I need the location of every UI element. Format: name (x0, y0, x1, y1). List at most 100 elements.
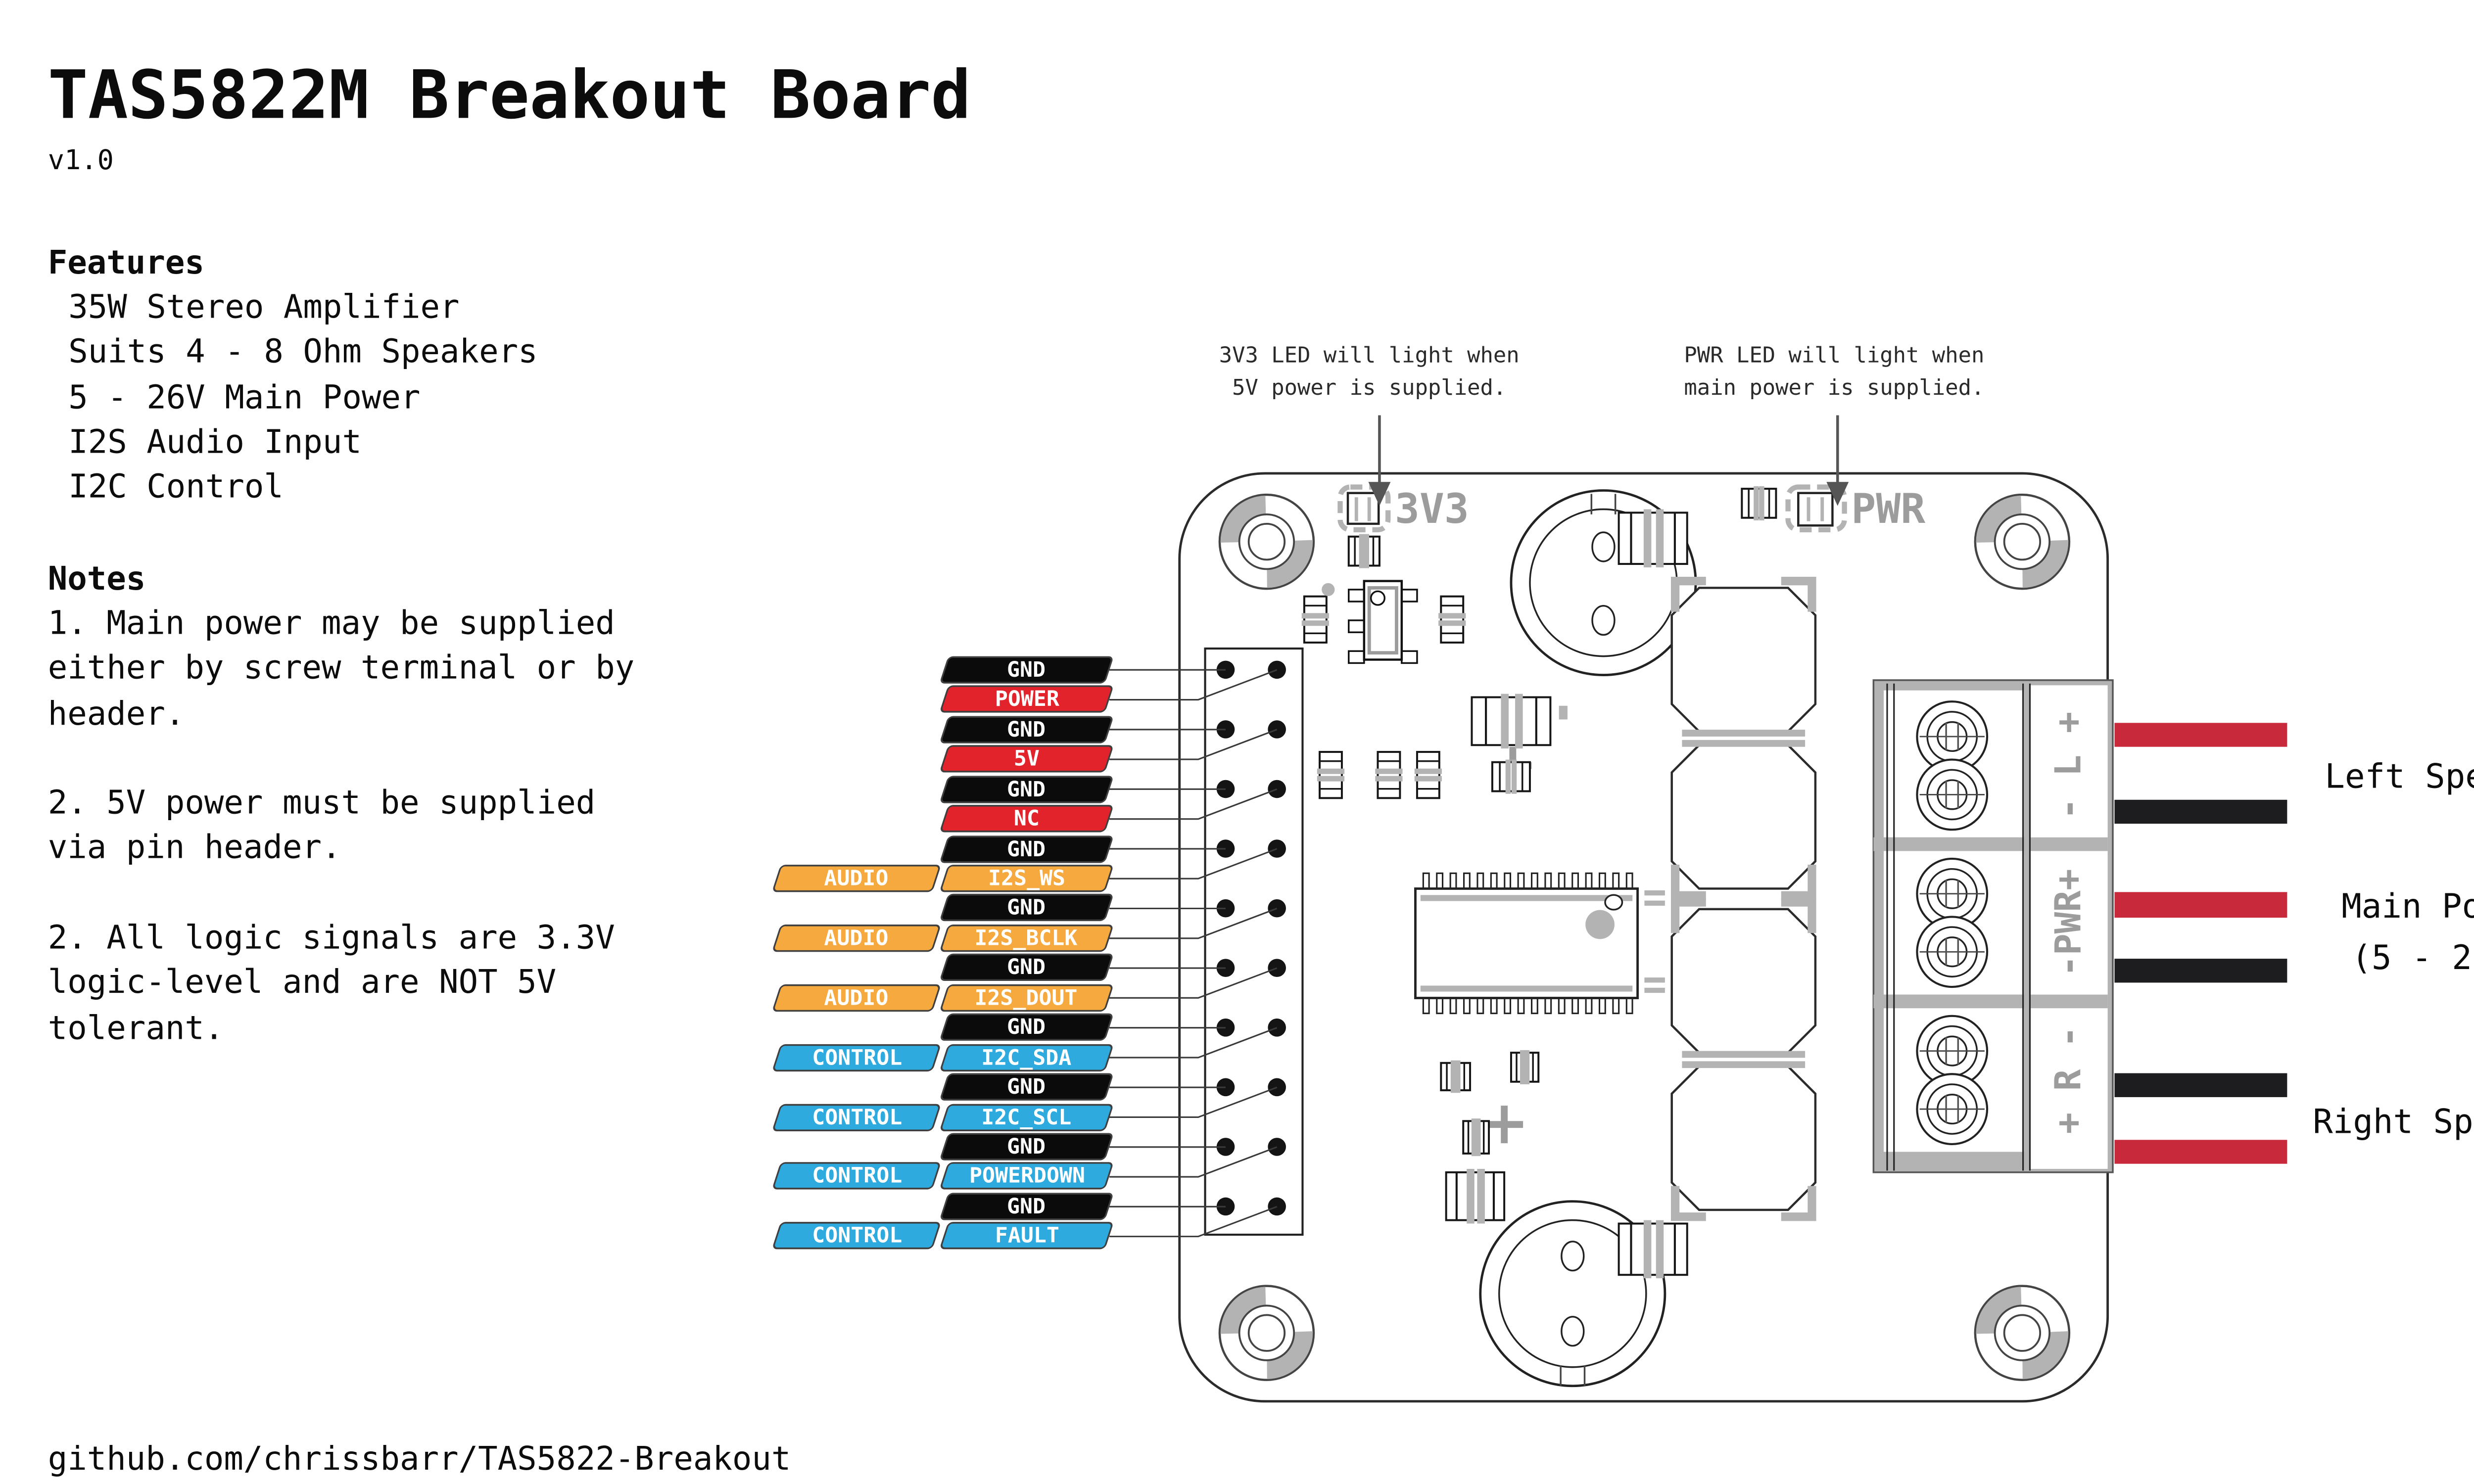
passive-components (1301, 486, 1777, 1279)
chip-pin (1517, 872, 1525, 890)
passive-component (1741, 486, 1777, 520)
version-label: v1.0 (48, 143, 114, 176)
note-paragraph-1: 1. Main power may be supplied either by … (48, 604, 635, 733)
inductor (1670, 587, 1817, 733)
pin-label-gnd: GND (939, 1073, 1114, 1102)
silkscreen-3v3-label: 3V3 (1395, 485, 1469, 533)
chip-pin (1517, 996, 1525, 1015)
chip-pin (1490, 872, 1498, 890)
passive-component (1510, 1050, 1540, 1084)
pin-label-gnd: GND (939, 835, 1114, 863)
page-title: TAS5822M Breakout Board (48, 58, 971, 135)
chip-pin (1585, 996, 1593, 1015)
inductor-bracket (1670, 1186, 1706, 1221)
pin-label-gnd: GND (939, 894, 1114, 923)
pin-wire (1109, 788, 1278, 820)
chip-pin (1585, 872, 1593, 890)
mounting-hole (1974, 1285, 2071, 1381)
feature-item-0: 35W Stereo Amplifier (68, 288, 460, 326)
terminal-label-right: + R - (2047, 1026, 2089, 1134)
annotation-3v3-led: 3V3 LED will light when 5V power is supp… (1219, 341, 1520, 400)
header-pin (1268, 720, 1286, 739)
terminal-screw (1916, 758, 1989, 831)
wire-bar-right_speaker-black (2114, 1072, 2287, 1097)
pin-category-tag-audio: AUDIO (771, 984, 942, 1012)
feature-item-1: Suits 4 - 8 Ohm Speakers (68, 333, 538, 371)
inductor-bracket (1781, 898, 1816, 933)
github-link: github.com/chrissbarr/TAS5822-Breakout (48, 1440, 791, 1479)
passive-component (1301, 595, 1330, 644)
pin-label-gnd: GND (939, 1133, 1114, 1161)
terminal-screw (1916, 916, 1989, 988)
chip-pin (1530, 872, 1538, 890)
inductor-bracket (1670, 898, 1706, 933)
pin-category-tag-audio: AUDIO (771, 924, 942, 953)
screw-terminal-block: - L + -PWR+ + R - (1872, 679, 2114, 1173)
pin-category-tag-audio: AUDIO (771, 864, 942, 893)
terminal-screw (1916, 857, 1989, 930)
led-3v3-assembly: 3V3 (1337, 484, 1469, 533)
terminal-screw (1916, 700, 1989, 773)
chip-pin (1504, 996, 1512, 1015)
wire-bar-main_power-red (2114, 892, 2287, 917)
passive-component (1440, 1060, 1472, 1093)
header-pin (1268, 1197, 1286, 1216)
header-pin (1268, 839, 1286, 858)
note-paragraph-2: 2. 5V power must be supplied via pin hea… (48, 784, 596, 867)
header-pin (1268, 1138, 1286, 1156)
chip-pin (1598, 996, 1606, 1015)
pin-label-i2s_bclk: I2S_BCLK (939, 924, 1114, 953)
passive-component (1618, 509, 1688, 567)
pin-wire (1109, 1086, 1278, 1118)
chip-pin (1558, 872, 1566, 890)
wire-bar-right_speaker-red (2114, 1139, 2287, 1164)
pin1-dot (1322, 583, 1335, 596)
chip-pin (1449, 996, 1457, 1015)
chip-pin (1544, 996, 1552, 1015)
pin-label-power: POWER (939, 686, 1114, 714)
chip-pin (1544, 872, 1552, 890)
inductor (1670, 908, 1817, 1054)
chip-pin (1449, 872, 1457, 890)
pin-wire (1109, 1146, 1278, 1178)
led-pwr-assembly: PWR (1785, 484, 1925, 533)
pin1-dot (1585, 910, 1615, 939)
terminal-label-left: - L + (2047, 712, 2089, 820)
pin-wire (1109, 1206, 1278, 1238)
header-pin (1268, 1018, 1286, 1037)
terminal-screw (1916, 1073, 1989, 1145)
right-speaker-label: Right Speaker (2313, 1102, 2474, 1142)
annotation-pwr-led: PWR LED will light when main power is su… (1684, 341, 1985, 400)
passive-component (1317, 751, 1345, 799)
notes-heading: Notes (48, 560, 146, 599)
inductor-bracket (1781, 576, 1816, 612)
pin-label-i2c_sda: I2C_SDA (939, 1043, 1114, 1072)
pin-wire (1109, 1027, 1278, 1059)
passive-component (1375, 751, 1403, 799)
chip-pin (1598, 872, 1606, 890)
inductor-bracket (1670, 576, 1706, 612)
chip-pin (1476, 872, 1484, 890)
pin-category-tag-control: CONTROL (771, 1103, 942, 1131)
header-pin (1268, 959, 1286, 977)
terminal-label-power: -PWR+ (2047, 869, 2089, 976)
chip-pin (1612, 872, 1620, 890)
feature-item-2: 5 - 26V Main Power (68, 378, 421, 417)
pin-wire (1109, 848, 1278, 880)
mounting-hole (1218, 1285, 1315, 1381)
polarity-plus-mark (1485, 1106, 1523, 1144)
arrowhead-3v3 (1368, 482, 1391, 506)
arrowhead-pwr (1826, 482, 1849, 506)
header-pin (1268, 780, 1286, 798)
pin-label-gnd: GND (939, 1193, 1114, 1221)
passive-component (1491, 759, 1531, 794)
mounting-holes (1218, 493, 2071, 1381)
header-pin (1268, 1078, 1286, 1097)
amplifier-chip (1414, 872, 1665, 1015)
left-speaker-label: Left Speaker (2325, 757, 2474, 796)
chip-pin (1463, 872, 1471, 890)
chip-pin (1530, 996, 1538, 1015)
chip-pin (1436, 996, 1444, 1015)
wire-bar-main_power-black (2114, 958, 2287, 983)
